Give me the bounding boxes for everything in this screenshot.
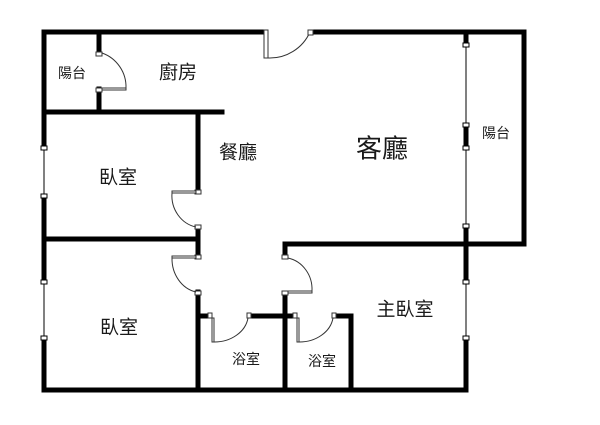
room-label-master-bedroom: 主臥室	[376, 298, 434, 321]
room-label-balcony-left: 陽台	[58, 66, 86, 82]
room-label-bathroom-1: 浴室	[232, 352, 260, 368]
room-label-bedroom-1: 臥室	[98, 166, 138, 189]
room-label-balcony-right: 陽台	[482, 126, 510, 142]
windows	[40, 42, 470, 341]
room-label-kitchen: 廚房	[158, 61, 198, 84]
walls	[41, 29, 527, 393]
room-label-bathroom-2: 浴室	[308, 354, 336, 370]
room-label-dining: 餐廳	[218, 141, 258, 164]
doors	[95, 29, 337, 343]
room-label-living: 客廳	[355, 134, 409, 165]
room-label-bedroom-2: 臥室	[99, 316, 139, 339]
